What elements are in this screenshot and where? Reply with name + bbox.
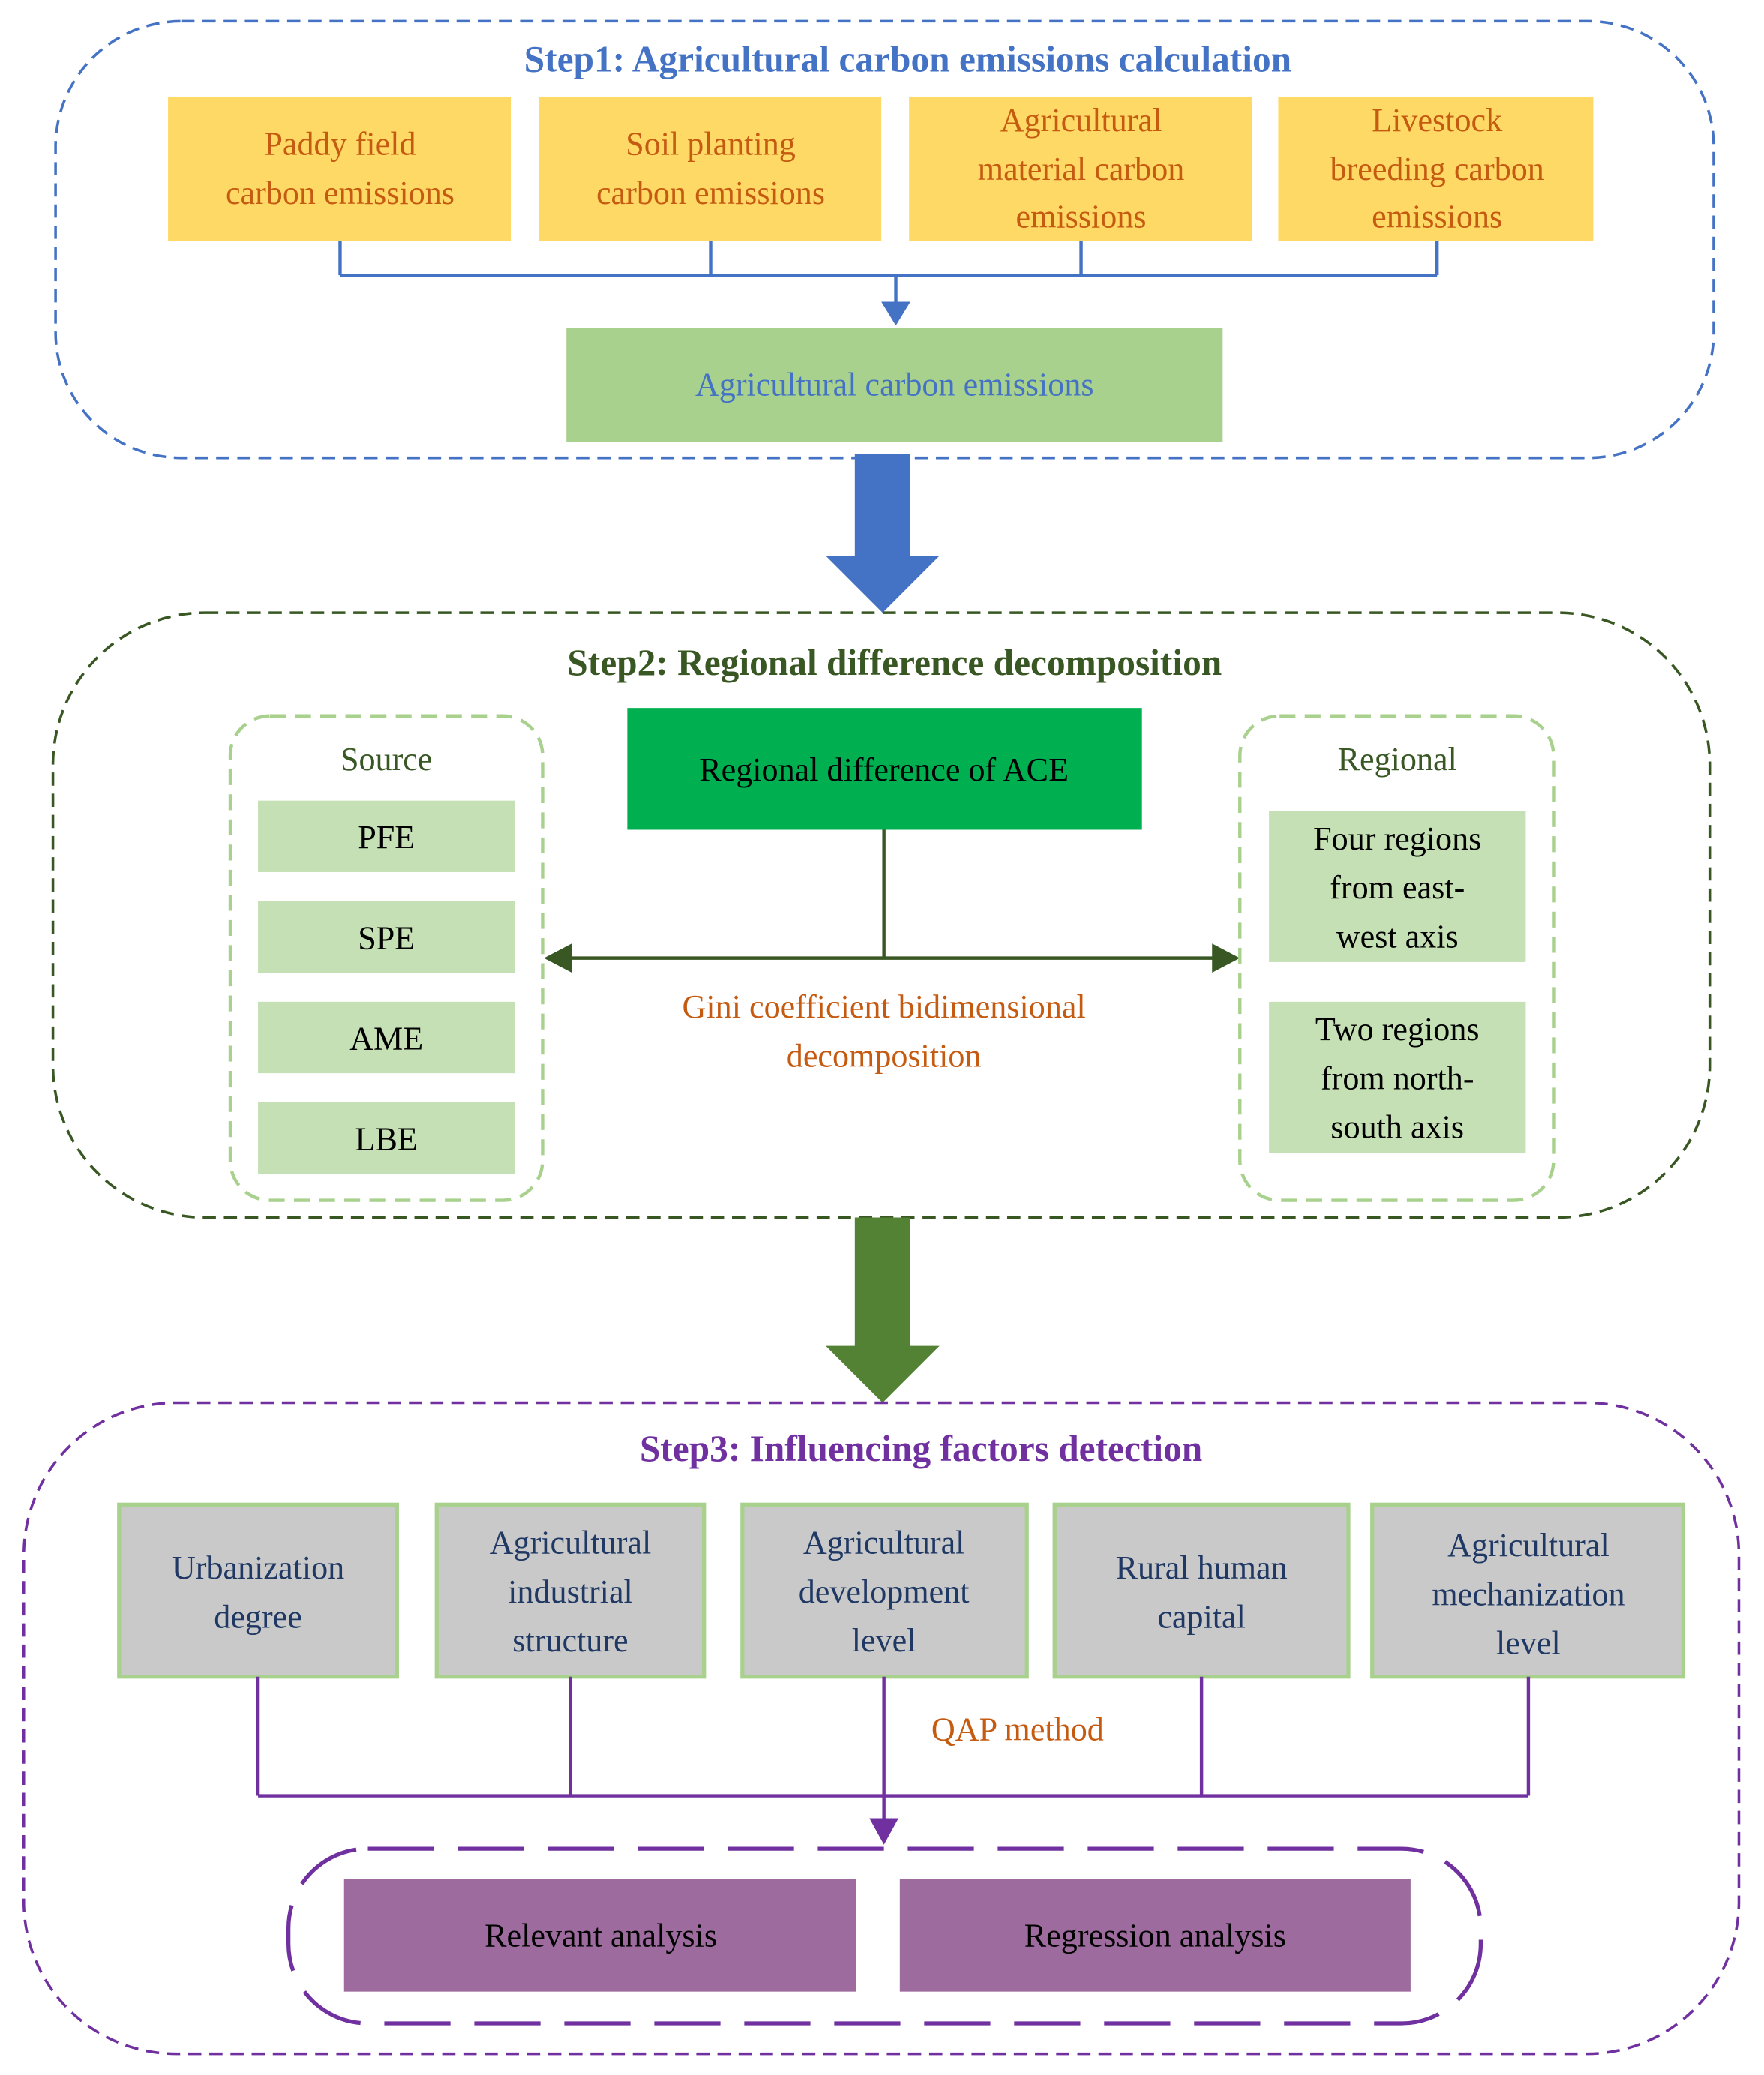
step3-dashed-border <box>22 1401 1741 2056</box>
step1-box-label-line: breeding carbon <box>1330 151 1544 187</box>
regional-item-label-line: Two regions <box>1316 1011 1480 1048</box>
step2-to-step3-arrow <box>826 1217 940 1403</box>
factor-label-line: structure <box>512 1622 628 1659</box>
factor-label-line: mechanization <box>1432 1576 1624 1612</box>
source-item-pfe: PFE <box>258 800 515 872</box>
gini-method-label: Gini coefficient bidimensional <box>682 988 1086 1025</box>
step1-connector <box>338 241 1439 307</box>
factor-agricultural-mechanization-level: Agricultural mechanization level <box>1370 1502 1686 1679</box>
regional-group: Regional Four regions from east- west ax… <box>1238 714 1556 1202</box>
regression-analysis-label: Regression analysis <box>1024 1918 1286 1954</box>
factor-label-line: Agricultural <box>1448 1527 1610 1564</box>
step1-box-label-line: Soil planting <box>626 126 796 163</box>
regional-item-label-line: south axis <box>1330 1109 1464 1146</box>
source-item-lbe: LBE <box>258 1102 515 1174</box>
regional-item-label-line: from north- <box>1321 1060 1474 1096</box>
step1-result-box: Agricultural carbon emissions <box>566 328 1223 442</box>
factor-label-line: Urbanization <box>172 1549 344 1586</box>
step1-box-label-line: Paddy field <box>264 126 416 163</box>
source-item-ame: AME <box>258 1001 515 1074</box>
step3-arrowhead <box>869 1818 899 1845</box>
step3-panel: Step3: Influencing factors detection Urb… <box>22 1401 1741 2056</box>
step1-box-label-line: emissions <box>1016 199 1147 235</box>
step1-box-agricultural-material: Agricultural material carbon emissions <box>909 96 1252 241</box>
step1-box-livestock-breeding: Livestock breeding carbon emissions <box>1278 96 1594 241</box>
source-item-label: PFE <box>358 819 415 856</box>
factor-urbanization-degree: Urbanization degree <box>117 1502 399 1679</box>
factor-agricultural-development-level: Agricultural development level <box>740 1502 1029 1679</box>
factor-label-line: Agricultural <box>803 1525 965 1561</box>
factor-label-line: level <box>852 1622 916 1659</box>
regional-item-two-regions: Two regions from north- south axis <box>1269 1001 1526 1153</box>
relevant-analysis-label: Relevant analysis <box>484 1918 717 1954</box>
factor-label-line: development <box>799 1573 970 1610</box>
step1-box-soil-planting: Soil planting carbon emissions <box>538 96 882 241</box>
left-arrowhead <box>544 943 572 973</box>
step3-title: Step3: Influencing factors detection <box>640 1428 1202 1469</box>
factor-rural-human-capital: Rural human capital <box>1052 1502 1351 1679</box>
regional-difference-label: Regional difference of ACE <box>699 751 1069 788</box>
factor-agricultural-industrial-structure: Agricultural industrial structure <box>434 1502 706 1679</box>
gini-method-label: decomposition <box>787 1037 982 1074</box>
step1-box-label-line: Livestock <box>1372 102 1503 139</box>
step1-box-label-line: Agricultural <box>1000 102 1162 139</box>
source-group: Source PFE SPE AME LBE <box>228 714 544 1202</box>
source-item-spe: SPE <box>258 901 515 973</box>
factor-label-line: Agricultural <box>490 1525 652 1561</box>
relevant-analysis-box: Relevant analysis <box>344 1879 856 1992</box>
step1-arrowhead <box>881 301 910 326</box>
factor-label-line: industrial <box>508 1573 633 1610</box>
step2-panel: Step2: Regional difference decomposition… <box>51 611 1712 1219</box>
regional-item-label-line: Four regions <box>1313 820 1481 857</box>
source-item-label: LBE <box>356 1120 418 1157</box>
qap-method-label: QAP method <box>932 1711 1104 1747</box>
step1-panel: Step1: Agricultural carbon emissions cal… <box>54 19 1715 460</box>
step2-title: Step2: Regional difference decomposition <box>567 642 1222 683</box>
results-group: Relevant analysis Regression analysis <box>286 1846 1484 2026</box>
step1-box-label-line: emissions <box>1372 199 1502 235</box>
regional-item-label-line: from east- <box>1330 869 1465 906</box>
regional-item-four-regions: Four regions from east- west axis <box>1269 811 1526 962</box>
factor-label-line: level <box>1496 1625 1561 1662</box>
factor-label-line: Rural human <box>1116 1549 1288 1586</box>
factor-label-line: capital <box>1157 1598 1246 1635</box>
regional-title: Regional <box>1338 741 1457 778</box>
step1-box-paddy-field: Paddy field carbon emissions <box>168 96 512 241</box>
step1-title: Step1: Agricultural carbon emissions cal… <box>524 38 1292 79</box>
source-item-label: AME <box>350 1020 423 1057</box>
regression-analysis-box: Regression analysis <box>899 1879 1411 1992</box>
step2-connector <box>566 829 1215 960</box>
regional-difference-box: Regional difference of ACE <box>627 708 1142 830</box>
factor-label-line: degree <box>214 1598 302 1635</box>
step1-box-label-line: material carbon <box>978 151 1185 187</box>
source-item-label: SPE <box>358 919 415 956</box>
source-title: Source <box>340 741 433 778</box>
right-arrowhead <box>1212 943 1240 973</box>
step1-to-step2-arrow <box>826 454 940 613</box>
step3-connector <box>256 1676 1531 1824</box>
step1-box-label-line: carbon emissions <box>596 175 825 211</box>
step1-result-label: Agricultural carbon emissions <box>695 367 1094 403</box>
regional-item-label-line: west axis <box>1336 919 1459 955</box>
step1-box-label-line: carbon emissions <box>226 175 454 211</box>
